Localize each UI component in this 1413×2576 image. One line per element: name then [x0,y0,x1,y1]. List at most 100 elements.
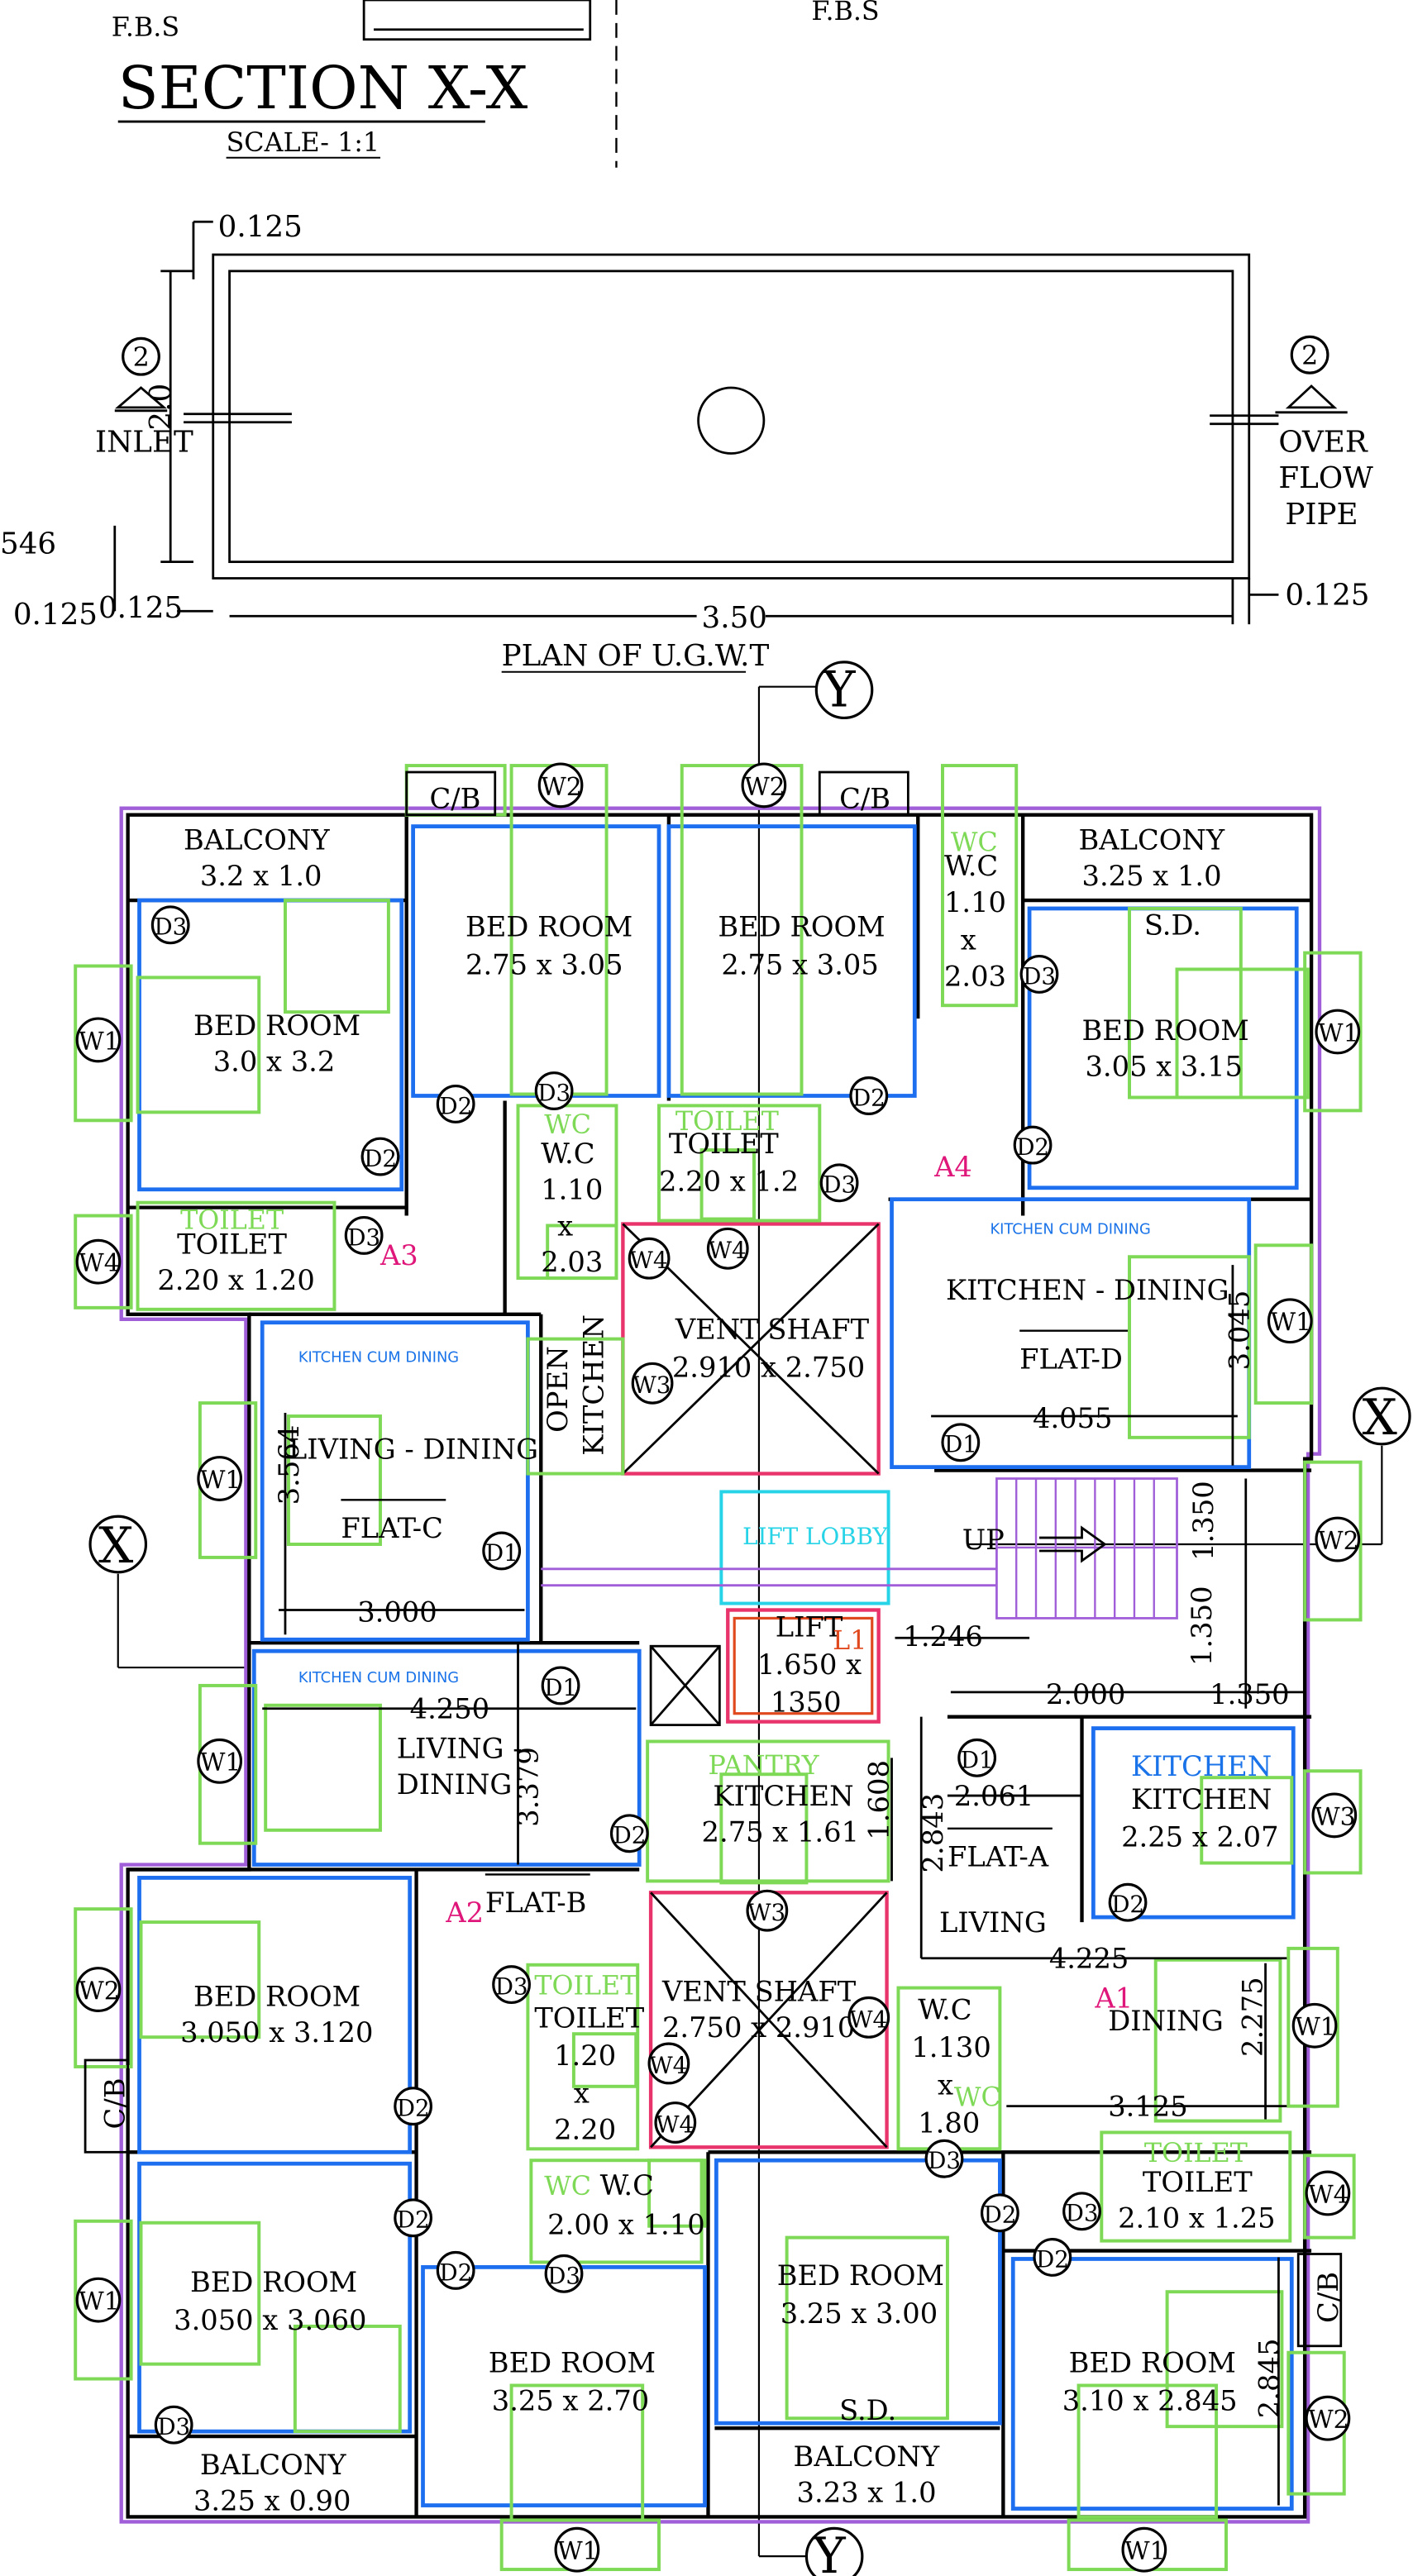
balcony-nw-size: 3.2 x 1.0 [200,860,322,892]
wc-a-size-1: 1.130 [911,2031,991,2063]
stair-dim-h2: 1.350 [1210,1678,1289,1710]
cb-label-2: C/B [839,783,890,815]
bed-sc2-size: 3.25 x 3.00 [780,2297,938,2330]
living-a-dim-v: 2.275 [1237,1977,1269,2057]
balcony-sw-label: BALCONY [200,2449,346,2481]
flat-tag-a4: A4 [933,1151,972,1183]
axis-x-right-marker [1353,1386,1411,1446]
wc-a-label: W.C [918,1993,971,2025]
living-a-dim-h1: 4.225 [1049,1943,1129,1975]
open-kitchen-line-1: OPEN [542,1346,574,1433]
tag-w1-1: W1 [79,1028,119,1057]
bed-sw2-label: BED ROOM [190,2266,357,2298]
toilet-nc-tag: TOILET [675,1107,779,1137]
cb-box-1 [405,770,497,817]
furniture-layer [74,764,1363,2572]
tag-w2-4: W2 [79,1977,119,2006]
tag-w4-3: W4 [708,1237,746,1264]
tag-d2-9: D2 [984,2202,1017,2229]
kitchen-d-tag: KITCHEN CUM DINING [990,1220,1150,1238]
overflow-tag-circle [1290,335,1329,374]
tag-w1-9: W1 [1124,2537,1165,2566]
room-outline-bed-sw1 [137,1876,413,2154]
living-b-label-2: DINING [397,1768,513,1801]
opening-tags: W2 W2 D3 D3 W1 W1 D2 D3 D2 D2 D2 D3 D3 W… [75,762,1361,2573]
flat-d-dim-h: 4.055 [1033,1402,1112,1434]
section-title: SECTION X-X [118,54,528,122]
bed-sc1-label: BED ROOM [489,2347,656,2379]
flat-tag-a3: A3 [380,1239,418,1271]
kitchen-a-dim-v: 2.843 [917,1793,949,1873]
wc-ne-size-3: 2.03 [944,960,1006,992]
tag-w3-3: W3 [747,1899,785,1926]
fbs-right-label: F.B.S [811,0,879,26]
kitchen-d-label: KITCHEN - DINING [946,1274,1229,1306]
toilet-nc-label: TOILET [669,1128,779,1160]
tag-d3-6: D3 [495,1973,528,2000]
tag-d2-4: D2 [1016,1133,1049,1161]
toilet-nw-size: 2.20 x 1.20 [157,1264,314,1296]
flat-a-label: FLAT-A [948,1840,1049,1872]
wc-sc-label: W.C [600,2169,654,2202]
bed-se-dim-v: 2.845 [1253,2339,1285,2419]
inlet-tag: 2 [133,343,150,373]
inlet-label: INLET [95,425,193,459]
lift-dim-side: 1.246 [903,1620,982,1653]
wc-sc-size: 2.00 x 1.10 [547,2209,704,2241]
ugwt-plan: 0.125 2.0 546 0.125 0.125 3.50 0.125 2 I… [0,210,1373,673]
tag-w1-4: W1 [200,1466,241,1495]
vent-n-size: 2.910 x 2.750 [672,1351,865,1383]
balcony-s-label: BALCONY [794,2440,940,2473]
ugwt-dim-length: 3.50 [702,601,767,635]
lift-tag: L1 [833,1626,866,1656]
flat-d-dim-v: 3.045 [1224,1290,1256,1371]
tag-w2-1: W2 [541,773,581,802]
bed-n1-label: BED ROOM [465,911,633,943]
flat-tag-a1: A1 [1094,1982,1133,2014]
tag-w4-5: W4 [649,2052,687,2079]
wc-nc-size-2: x [557,1209,573,1242]
toilet-nc-size: 2.20 x 1.2 [659,1166,799,1198]
bed-se-size: 3.10 x 2.845 [1062,2384,1238,2416]
wc-a-size-3: 1.80 [918,2106,980,2139]
tag-w1-2: W1 [1318,1019,1358,1048]
ugwt-dim-top: 0.125 [218,210,303,244]
tag-d3-8: D3 [1066,2200,1099,2227]
tag-d1-2: D1 [485,1539,518,1567]
balcony-ne-label: BALCONY [1079,823,1225,856]
fbs-left-label: F.B.S [112,13,179,43]
section-scale: SCALE- 1:1 [227,128,380,158]
overflow-label-2: FLOW [1278,461,1373,495]
bed-ne-size: 3.05 x 3.15 [1085,1051,1242,1083]
axis-y-bottom: Y [812,2528,846,2576]
room-outline-flat-c [260,1320,530,1642]
staircase [995,1477,1178,1620]
living-b-dim-h: 4.250 [410,1693,489,1725]
living-b-tag: KITCHEN CUM DINING [298,1669,459,1686]
tag-d2-5: D2 [613,1822,646,1849]
toilet-b-size-3: 2.20 [554,2113,616,2145]
tag-w4-7: W4 [1308,2181,1349,2210]
vent-s-label: VENT SHAFT [661,1975,857,2007]
tag-d1-4: D1 [961,1746,994,1773]
duct-box [649,1644,721,1726]
overflow-label-3: PIPE [1285,498,1358,532]
lift-shaft [726,1608,881,1724]
bed-ne-label: BED ROOM [1082,1014,1249,1047]
wc-nc-label: W.C [541,1138,594,1170]
open-kitchen-line-2: KITCHEN [578,1314,610,1456]
bed-n1-size: 2.75 x 3.05 [465,948,623,980]
kitchen-a-label: KITCHEN [1131,1783,1272,1815]
toilet-se-label: TOILET [1143,2166,1253,2198]
room-outline-bed-nw [137,898,404,1192]
wc-nc-tag: WC [544,1110,591,1140]
tag-d3-9: D3 [547,2262,580,2289]
sd-ne-label: S.D. [1144,909,1201,942]
tag-d3-2: D3 [1023,962,1056,990]
tag-d3-7: D3 [928,2147,961,2174]
tag-d2-7: D2 [397,2095,430,2122]
flat-tag-a2: A2 [445,1896,484,1929]
tag-d1-3: D1 [544,1674,577,1701]
tag-w4-4: W4 [849,2006,887,2033]
